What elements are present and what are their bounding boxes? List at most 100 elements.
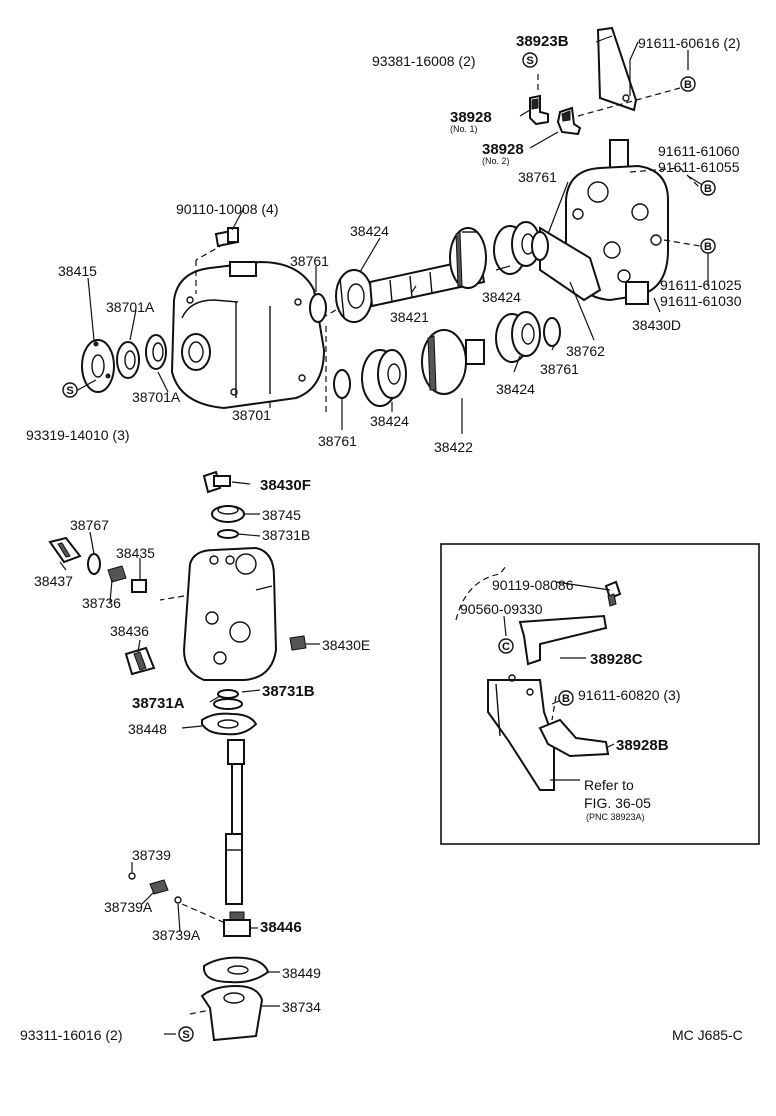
label-38761-d: 38761 xyxy=(318,433,357,449)
pin-38739 xyxy=(128,872,136,880)
part-labels: 38923B 91611-60616 (2) 93381-16008 (2) 3… xyxy=(20,33,743,1043)
bearing-38701a-outer xyxy=(116,341,140,379)
label-38424-c: 38424 xyxy=(496,381,535,397)
label-38424-a: 38424 xyxy=(350,223,389,239)
label-38928-no2-sub: (No. 2) xyxy=(482,156,510,166)
seal-38745 xyxy=(211,505,245,523)
label-38430f: 38430F xyxy=(260,477,311,494)
pump-body-38430d xyxy=(539,139,669,305)
spring-38736 xyxy=(107,565,127,583)
cap-38436 xyxy=(124,646,156,676)
label-38422: 38422 xyxy=(434,439,473,455)
label-91611-61025: 91611-61025 xyxy=(660,277,742,293)
valve-38435 xyxy=(131,579,147,593)
label-93311-16016: 93311-16016 (2) xyxy=(20,1027,122,1043)
svg-text:C: C xyxy=(502,641,510,653)
label-38761-b: 38761 xyxy=(290,253,329,269)
label-93381-16008: 93381-16008 (2) xyxy=(372,53,476,69)
label-91611-61060: 91611-61060 xyxy=(658,143,740,159)
label-38767: 38767 xyxy=(70,517,109,533)
label-38761-a: 38761 xyxy=(518,169,557,185)
coupling-38446 xyxy=(223,911,251,937)
bracket-plate-38923b xyxy=(596,26,638,112)
label-38421: 38421 xyxy=(390,309,429,325)
label-fig-ref: FIG. 36-05 xyxy=(584,795,651,811)
label-90560-09330: 90560-09330 xyxy=(460,601,543,617)
inset-box xyxy=(440,543,760,845)
label-38739a-b: 38739A xyxy=(152,927,201,943)
symbol-b-91611-61060: B xyxy=(700,180,716,196)
symbol-s-93381: S xyxy=(522,52,538,68)
label-90110-10008: 90110-10008 (4) xyxy=(176,201,278,217)
svg-text:S: S xyxy=(66,385,73,397)
label-refer-to: Refer to xyxy=(584,777,634,793)
label-38701a-a: 38701A xyxy=(106,299,155,315)
gear-38424-lower-right xyxy=(495,311,541,363)
svg-text:S: S xyxy=(526,55,533,67)
gasket-38449 xyxy=(203,956,270,984)
label-38430d: 38430D xyxy=(632,317,681,333)
label-38424-d: 38424 xyxy=(370,413,409,429)
bolt-90110-10008 xyxy=(214,227,240,248)
label-38745: 38745 xyxy=(262,507,301,523)
label-38424-b: 38424 xyxy=(482,289,521,305)
label-38928-no1: 38928 xyxy=(450,109,492,126)
gear-38424-upper-left xyxy=(335,269,373,323)
label-38435: 38435 xyxy=(116,545,155,561)
drawing-code: MC J685-C xyxy=(672,1027,743,1043)
o-ring-38731b-top xyxy=(217,529,239,539)
o-ring-38767 xyxy=(87,553,101,575)
label-38928-no1-sub: (No. 1) xyxy=(450,124,478,134)
gasket-38448 xyxy=(201,712,258,736)
label-38761-c: 38761 xyxy=(540,361,579,377)
label-38437: 38437 xyxy=(34,573,73,589)
symbol-b-91611-61025: B xyxy=(700,238,716,254)
o-ring-38761-lower-left xyxy=(333,369,351,399)
symbol-b-91611-60616: B xyxy=(680,76,696,92)
label-91611-60820: 91611-60820 (3) xyxy=(578,687,680,703)
idler-gear-38422 xyxy=(421,329,485,395)
label-38762: 38762 xyxy=(566,343,605,359)
drive-gear-38421 xyxy=(449,227,487,289)
svg-text:B: B xyxy=(704,183,712,195)
plug-38430e xyxy=(289,635,307,651)
label-91611-60616: 91611-60616 (2) xyxy=(638,35,740,51)
label-93319-14010: 93319-14010 (3) xyxy=(26,427,130,443)
housing-38734 xyxy=(200,984,264,1042)
label-38701: 38701 xyxy=(232,407,271,423)
symbol-b-91611-60820: B xyxy=(558,690,574,706)
valve-body xyxy=(182,546,278,681)
label-38731b-b: 38731B xyxy=(262,683,315,700)
label-38436: 38436 xyxy=(110,623,149,639)
o-ring-38731a xyxy=(217,689,239,699)
o-ring-38731b-bottom xyxy=(213,698,243,710)
label-38739: 38739 xyxy=(132,847,171,863)
o-ring-38761-upper xyxy=(531,231,549,261)
o-ring-38761-lower-right xyxy=(543,317,561,347)
svg-text:B: B xyxy=(562,693,570,705)
label-pnc-ref: (PNC 38923A) xyxy=(586,812,645,822)
plug-38437 xyxy=(48,536,82,564)
label-38731a: 38731A xyxy=(132,695,185,712)
svg-text:S: S xyxy=(182,1029,189,1041)
vertical-shaft xyxy=(225,739,245,905)
label-38430e: 38430E xyxy=(322,637,370,653)
bolt-90119-08086 xyxy=(604,580,622,607)
label-90119-08086: 90119-08086 xyxy=(492,577,574,593)
svg-text:B: B xyxy=(684,79,692,91)
label-38415: 38415 xyxy=(58,263,97,279)
label-38446: 38446 xyxy=(260,919,302,936)
washer-38415 xyxy=(81,339,115,393)
label-38928-no2: 38928 xyxy=(482,141,524,158)
label-38928b: 38928B xyxy=(616,737,669,754)
symbol-s-93311: S xyxy=(178,1026,194,1042)
label-38448: 38448 xyxy=(128,721,167,737)
label-38734: 38734 xyxy=(282,999,321,1015)
label-38923b: 38923B xyxy=(516,33,569,50)
plug-38430f xyxy=(202,470,231,494)
housing-38701 xyxy=(170,260,326,410)
label-38449: 38449 xyxy=(282,965,321,981)
label-38731b-a: 38731B xyxy=(262,527,310,543)
bearing-38701a-inner xyxy=(145,334,167,370)
